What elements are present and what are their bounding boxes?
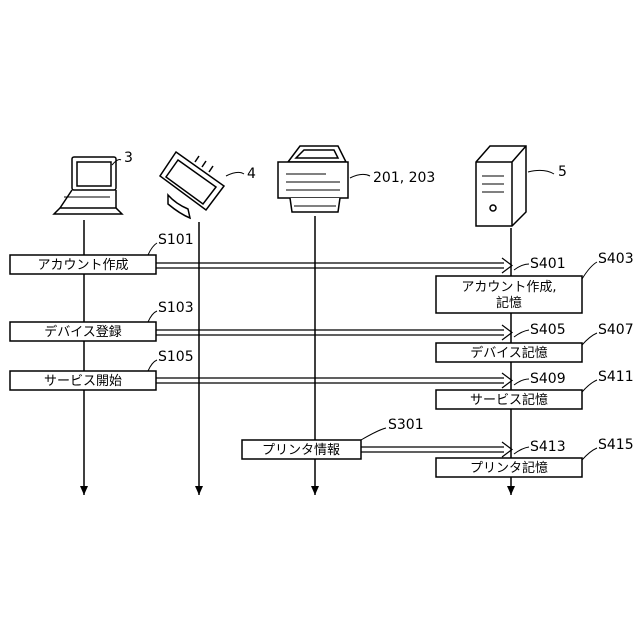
leader-s407 [582,333,597,345]
step-code-s101: S101 [158,232,194,248]
message-arrow-s103 [156,325,512,340]
message-arrow-s301 [361,442,512,457]
step-label-s403-line2: 記憶 [496,295,522,311]
step-code-s301: S301 [388,417,424,433]
laptop-icon [54,157,122,214]
server-icon [476,146,526,226]
leader-s101 [148,243,157,255]
step-label-s301: プリンタ情報 [262,443,340,458]
leader-s413 [514,447,529,454]
step-code-s413: S413 [530,439,566,455]
leader-s103 [148,311,157,322]
message-arrow-s105 [156,373,512,388]
laptop-ref-label: 3 [124,150,133,166]
step-code-s411: S411 [598,369,634,385]
message-arrow-s101 [156,258,512,273]
server-ref-label: 5 [558,164,567,180]
printer-icon [278,146,348,212]
step-code-s103: S103 [158,300,194,316]
server-leader-line [528,170,554,174]
step-label-s407: デバイス記憶 [470,345,548,361]
tablet-icon [160,152,224,218]
tablet-leader-line [226,172,244,176]
step-code-s401: S401 [530,256,566,272]
step-label-s403-line1: アカウント作成, [461,280,556,295]
leader-s409 [514,379,529,385]
step-code-s409: S409 [530,371,566,387]
step-code-s105: S105 [158,349,194,365]
leader-s405 [514,330,529,337]
leader-s411 [582,380,597,392]
step-code-s415: S415 [598,437,634,453]
step-label-s415: プリンタ記憶 [470,460,548,476]
step-label-s103: デバイス登録 [44,324,122,340]
step-label-s101: アカウント作成 [37,258,128,273]
tablet-ref-label: 4 [247,166,256,182]
leader-s415 [582,448,597,460]
leader-s105 [148,360,157,371]
step-label-s105: サービス開始 [44,374,122,389]
step-code-s407: S407 [598,322,634,338]
leader-s403 [582,262,597,279]
step-code-s405: S405 [530,322,566,338]
leader-s401 [514,264,529,270]
leader-s301 [361,428,386,440]
step-label-s411: サービス記憶 [470,392,548,408]
printer-ref-label: 201, 203 [373,170,435,186]
printer-leader-line [350,174,370,178]
step-code-s403: S403 [598,251,634,267]
